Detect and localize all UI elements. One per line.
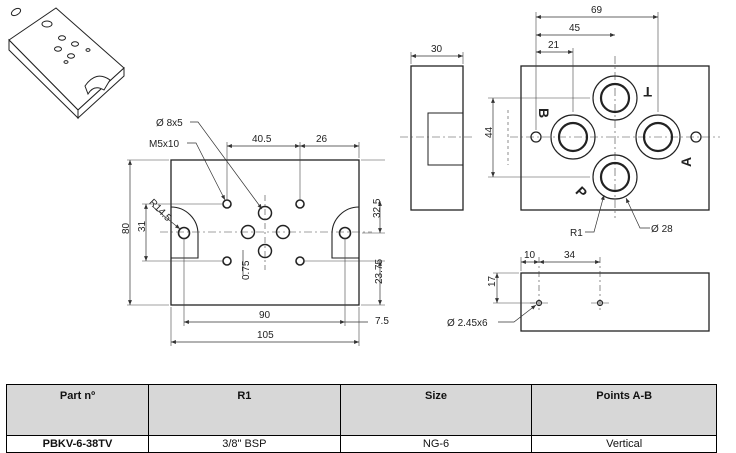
isometric-view xyxy=(8,7,125,120)
header-size: Size xyxy=(339,384,533,436)
dim-31: 31 xyxy=(137,220,148,232)
dim-34: 34 xyxy=(564,250,576,261)
header-r1: R1 xyxy=(148,384,341,436)
table-header-row: Part nº R1 Size Points A-B xyxy=(6,384,717,436)
dim-26: 26 xyxy=(316,134,328,145)
m5x10-label: M5x10 xyxy=(149,139,179,150)
side-width-30: 30 xyxy=(431,44,443,55)
dim-32-5: 32.5 xyxy=(372,198,383,218)
dim-23-75: 23.75 xyxy=(374,259,385,284)
dia-2-45x6-label: Ø 2.45x6 xyxy=(447,318,488,329)
table-row: PBKV-6-38TV 3/8" BSP NG-6 Vertical xyxy=(6,435,717,453)
dia-8x5-label: Ø 8x5 xyxy=(156,118,183,129)
port-b-label: B xyxy=(536,108,552,118)
dim-80: 80 xyxy=(121,222,132,234)
side-view: 30 xyxy=(400,44,475,211)
dim-17: 17 xyxy=(487,275,498,287)
dia-28-label: Ø 28 xyxy=(651,224,673,235)
spec-table: Part nº R1 Size Points A-B PBKV-6-38TV 3… xyxy=(6,384,717,453)
dim-45: 45 xyxy=(569,23,581,34)
port-t-label: T xyxy=(643,84,652,100)
cell-points: Vertical xyxy=(531,435,717,453)
cell-r1: 3/8" BSP xyxy=(148,435,341,453)
cell-size: NG-6 xyxy=(339,435,533,453)
port-a-label: A xyxy=(678,157,694,167)
dim-10: 10 xyxy=(524,250,536,261)
cell-part-no: PBKV-6-38TV xyxy=(6,435,149,453)
dim-21: 21 xyxy=(548,40,560,51)
dim-7-5: 7.5 xyxy=(375,316,389,327)
r1-label: R1 xyxy=(570,228,583,239)
port-view: T B A P 69 45 21 44 R1 Ø 28 xyxy=(484,5,720,239)
front-view: 40.5 26 Ø 8x5 M5x10 R14.5 80 31 32.5 23.… xyxy=(121,118,389,346)
dim-0-75: 0.75 xyxy=(241,260,252,280)
bottom-view: 10 34 17 Ø 2.45x6 xyxy=(447,250,710,332)
header-points: Points A-B xyxy=(531,384,717,436)
header-part-no: Part nº xyxy=(6,384,149,436)
dim-40-5: 40.5 xyxy=(252,134,272,145)
port-p-label: P xyxy=(573,183,591,201)
dim-105: 105 xyxy=(257,330,274,341)
dim-69: 69 xyxy=(591,5,603,16)
dim-44: 44 xyxy=(484,126,495,138)
dim-90: 90 xyxy=(259,310,271,321)
